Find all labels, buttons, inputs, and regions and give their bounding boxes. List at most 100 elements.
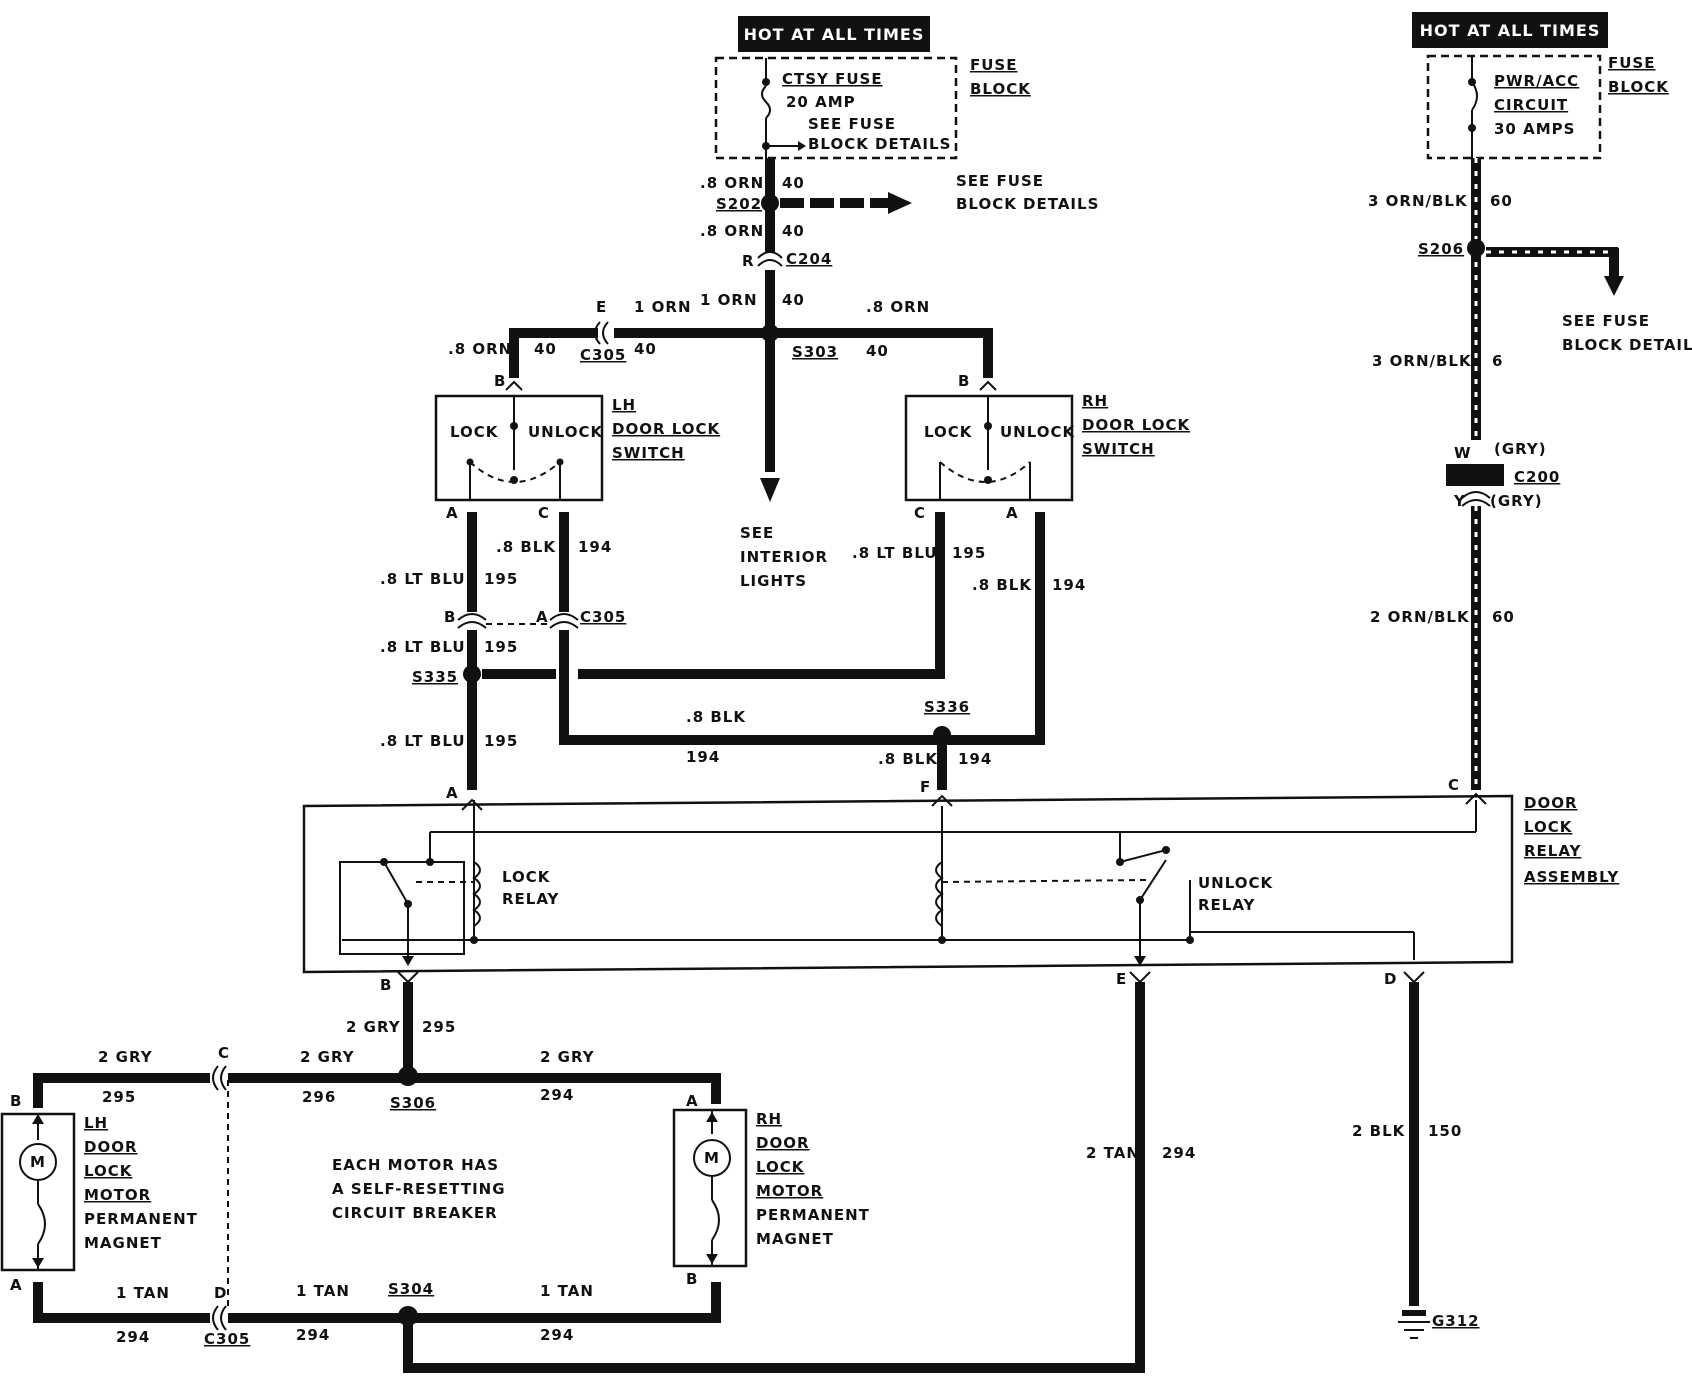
svg-text:194: 194 <box>1052 576 1086 594</box>
svg-text:LH: LH <box>84 1114 108 1132</box>
svg-text:C305: C305 <box>204 1330 250 1348</box>
rh-door-lock-switch: B LOCK UNLOCK RH DOOR LOCK SWITCH C A <box>904 372 1191 522</box>
svg-text:B: B <box>494 372 506 390</box>
svg-text:3 ORN/BLK: 3 ORN/BLK <box>1368 192 1468 210</box>
svg-text:2 GRY: 2 GRY <box>300 1048 355 1066</box>
svg-text:MAGNET: MAGNET <box>84 1234 162 1252</box>
svg-text:SEE FUSE: SEE FUSE <box>956 172 1044 190</box>
svg-text:RH: RH <box>756 1110 782 1128</box>
svg-text:B: B <box>444 608 456 626</box>
svg-text:M: M <box>30 1153 46 1171</box>
svg-text:R: R <box>742 252 755 270</box>
svg-text:M: M <box>704 1149 720 1167</box>
svg-text:A: A <box>446 784 459 802</box>
svg-text:D: D <box>1384 970 1397 988</box>
svg-text:B: B <box>10 1092 22 1110</box>
svg-text:1 TAN: 1 TAN <box>116 1284 170 1302</box>
lh-door-lock-switch: B LOCK UNLOCK LH DOOR LOCK SWITCH A C <box>434 372 721 522</box>
svg-text:DOOR: DOOR <box>84 1138 138 1156</box>
svg-text:PWR/ACC: PWR/ACC <box>1494 72 1579 90</box>
svg-text:SEE FUSE: SEE FUSE <box>1562 312 1650 330</box>
svg-text:294: 294 <box>540 1086 574 1104</box>
svg-text:194: 194 <box>686 748 720 766</box>
svg-text:A: A <box>446 504 459 522</box>
svg-text:150: 150 <box>1428 1122 1462 1140</box>
svg-text:6: 6 <box>1492 352 1503 370</box>
svg-text:.8 ORN: .8 ORN <box>700 222 764 240</box>
svg-text:A: A <box>536 608 549 626</box>
svg-text:1 ORN: 1 ORN <box>700 291 758 309</box>
svg-text:UNLOCK: UNLOCK <box>1000 423 1076 441</box>
door-lock-relay-assembly: DOOR LOCK RELAY ASSEMBLY A F C <box>302 776 1618 994</box>
svg-text:DOOR LOCK: DOOR LOCK <box>1082 416 1191 434</box>
svg-text:C305: C305 <box>580 608 626 626</box>
svg-text:MAGNET: MAGNET <box>756 1230 834 1248</box>
svg-text:F: F <box>920 778 931 796</box>
svg-text:DOOR LOCK: DOOR LOCK <box>612 420 721 438</box>
svg-text:RELAY: RELAY <box>1524 842 1582 860</box>
svg-text:A SELF-RESETTING: A SELF-RESETTING <box>332 1180 506 1198</box>
svg-text:LH: LH <box>612 396 636 414</box>
svg-text:.8 ORN: .8 ORN <box>448 340 512 358</box>
svg-text:.8 LT BLU: .8 LT BLU <box>380 732 466 750</box>
svg-text:2 BLK: 2 BLK <box>1352 1122 1406 1140</box>
rh-door-lock-motor: A M B RH DOOR LOCK MOTOR PERMANENT MAGNE… <box>672 1092 870 1288</box>
svg-text:RH: RH <box>1082 392 1108 410</box>
svg-text:B: B <box>380 976 392 994</box>
svg-text:40: 40 <box>534 340 557 358</box>
splice-s206 <box>1467 239 1485 257</box>
svg-text:DOOR: DOOR <box>1524 794 1578 812</box>
svg-text:CIRCUIT BREAKER: CIRCUIT BREAKER <box>332 1204 498 1222</box>
lh-door-lock-motor: B M A LH DOOR LOCK MOTOR PERMANENT MAGNE… <box>0 1092 197 1294</box>
wire-60-right: 3 ORN/BLK 60 S206 SEE FUSE BLOCK DETAILS… <box>1368 158 1692 790</box>
svg-text:2 TAN: 2 TAN <box>1086 1144 1140 1162</box>
fuse-block-left: FUSE BLOCK CTSY FUSE 20 AMP SEE FUSE BLO… <box>714 56 1031 160</box>
svg-text:FUSE: FUSE <box>970 56 1017 74</box>
svg-text:S202: S202 <box>716 195 762 213</box>
svg-text:SWITCH: SWITCH <box>612 444 685 462</box>
svg-text:SWITCH: SWITCH <box>1082 440 1155 458</box>
svg-text:1 TAN: 1 TAN <box>540 1282 594 1300</box>
svg-text:294: 294 <box>296 1326 330 1344</box>
svg-text:EACH MOTOR HAS: EACH MOTOR HAS <box>332 1156 499 1174</box>
wire-to-rh-switch: .8 ORN 40 <box>770 298 993 378</box>
svg-text:A: A <box>686 1092 699 1110</box>
svg-text:W: W <box>1454 444 1472 462</box>
svg-text:DOOR: DOOR <box>756 1134 810 1152</box>
tan-bus-wires: 1 TAN 294 D C305 1 TAN 294 S304 1 TAN 29… <box>33 1280 1145 1373</box>
svg-text:MOTOR: MOTOR <box>756 1182 823 1200</box>
svg-text:3 ORN/BLK: 3 ORN/BLK <box>1372 352 1472 370</box>
svg-text:195: 195 <box>952 544 986 562</box>
svg-text:INTERIOR: INTERIOR <box>740 548 828 566</box>
splice-s202 <box>761 194 779 212</box>
svg-text:.8 BLK: .8 BLK <box>878 750 938 768</box>
svg-text:195: 195 <box>484 638 518 656</box>
svg-text:BLOCK DETAILS: BLOCK DETAILS <box>956 195 1099 213</box>
svg-text:SEE FUSE: SEE FUSE <box>808 115 896 133</box>
svg-text:.8 BLK: .8 BLK <box>496 538 556 556</box>
svg-text:1 ORN: 1 ORN <box>634 298 692 316</box>
svg-text:.8 BLK: .8 BLK <box>686 708 746 726</box>
svg-text:294: 294 <box>116 1328 150 1346</box>
svg-text:296: 296 <box>302 1088 336 1106</box>
switch-output-wires: .8 LT BLU 195 .8 BLK 194 B A C305 .8 LT … <box>380 512 1086 790</box>
svg-text:LOCK: LOCK <box>1524 818 1573 836</box>
svg-text:D: D <box>214 1284 227 1302</box>
svg-text:BLOCK: BLOCK <box>970 80 1031 98</box>
svg-text:G312: G312 <box>1432 1312 1480 1330</box>
svg-text:PERMANENT: PERMANENT <box>756 1206 870 1224</box>
svg-text:.8 LT BLU: .8 LT BLU <box>380 638 466 656</box>
svg-text:LOCK: LOCK <box>924 423 973 441</box>
relay-output-wires: 2 GRY 295 2 TAN 294 2 BLK 150 G312 <box>346 982 1480 1366</box>
svg-text:2 GRY: 2 GRY <box>346 1018 401 1036</box>
svg-text:40: 40 <box>634 340 657 358</box>
ground-g312: G312 <box>1398 1310 1480 1339</box>
svg-text:60: 60 <box>1490 192 1513 210</box>
svg-text:295: 295 <box>102 1088 136 1106</box>
svg-text:C200: C200 <box>1514 468 1560 486</box>
svg-text:194: 194 <box>578 538 612 556</box>
gry-bus-wires: 2 GRY 295 C 2 GRY 296 S306 2 GRY 294 <box>33 1044 721 1310</box>
svg-text:2 GRY: 2 GRY <box>98 1048 153 1066</box>
svg-text:30 AMPS: 30 AMPS <box>1494 120 1575 138</box>
